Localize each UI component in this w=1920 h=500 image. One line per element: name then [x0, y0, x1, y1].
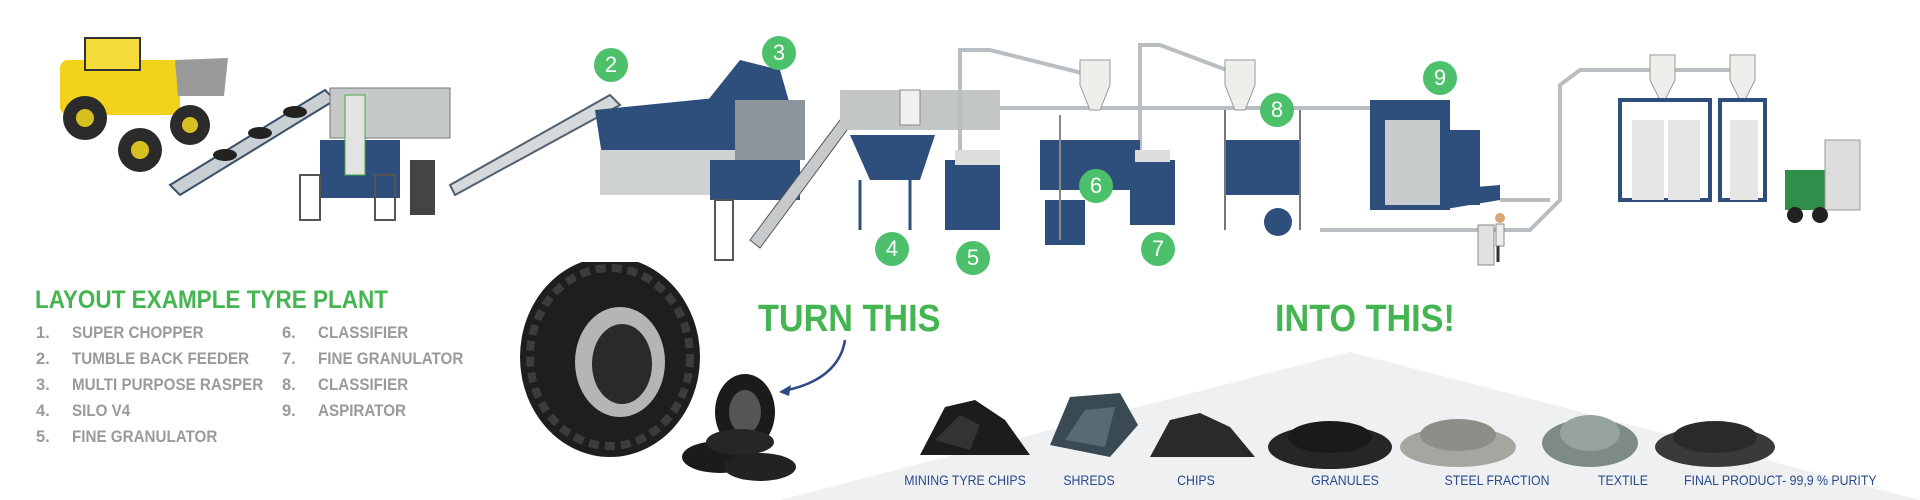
into-this-heading: INTO THIS! [1275, 298, 1455, 340]
step-badge-2: 2 [594, 48, 628, 82]
legend-item: 4. SILO V4 [36, 402, 280, 428]
small-tyre-stack [682, 374, 796, 481]
shreds-pile [1050, 393, 1138, 457]
tyre-conveyor [168, 88, 337, 197]
conveyor-2 [448, 93, 622, 197]
fine-granulator-5 [945, 150, 1000, 230]
legend-name: CLASSIFIER [318, 376, 409, 394]
legend-name: TUMBLE BACK FEEDER [72, 350, 250, 368]
large-mining-tyre [520, 262, 700, 457]
step-badge-9: 9 [1423, 61, 1457, 95]
product-label-textile: TEXTILE [1598, 472, 1648, 488]
legend-num: 5. [36, 428, 50, 446]
legend-num: 8. [282, 376, 296, 394]
legend-name: SUPER CHOPPER [72, 324, 204, 342]
steel-fraction-pile [1400, 419, 1516, 467]
curved-arrow-icon [779, 339, 847, 396]
super-chopper [299, 87, 451, 221]
legend-num: 9. [282, 402, 296, 420]
final-product-pile [1655, 421, 1775, 467]
step-badge-7: 7 [1141, 232, 1175, 266]
legend-name: CLASSIFIER [318, 324, 409, 342]
forklift [1785, 139, 1861, 223]
multi-purpose-rasper [700, 60, 851, 261]
big-bag-stations [1618, 98, 1767, 202]
tyres-illustration [520, 262, 796, 481]
legend-name: MULTI PURPOSE RASPER [72, 376, 264, 394]
legend-item: 8. CLASSIFIER [282, 376, 476, 402]
legend-name: FINE GRANULATOR [72, 428, 218, 446]
textile-pile [1542, 415, 1638, 467]
legend-name: ASPIRATOR [318, 402, 407, 420]
legend-item: 6. CLASSIFIER [282, 324, 476, 350]
legend-name: FINE GRANULATOR [318, 350, 464, 368]
silo-v4 [840, 89, 1000, 230]
mining-tyre-chips-pile [920, 400, 1030, 455]
legend-name: SILO V4 [72, 402, 131, 420]
legend-num: 6. [282, 324, 296, 342]
legend-num: 7. [282, 350, 296, 368]
cyclones [1079, 54, 1756, 111]
product-label-steel-fraction: STEEL FRACTION [1444, 472, 1550, 488]
legend-item: 2. TUMBLE BACK FEEDER [36, 350, 280, 376]
layout-title: LAYOUT EXAMPLE TYRE PLANT [35, 286, 388, 314]
step-badge-8: 8 [1260, 93, 1294, 127]
step-badge-3: 3 [762, 36, 796, 70]
classifier-8 [1224, 110, 1301, 236]
product-label-mining-tyre-chips: MINING TYRE CHIPS [904, 472, 1026, 488]
turn-this-heading: TURN THIS [758, 298, 941, 340]
chips-pile [1150, 413, 1255, 457]
product-label-final-product: FINAL PRODUCT- 99,9 % PURITY [1684, 472, 1877, 488]
legend-item: 7. FINE GRANULATOR [282, 350, 476, 376]
granules-pile [1268, 421, 1392, 469]
legend-item: 1. SUPER CHOPPER [36, 324, 280, 350]
step-badge-6: 6 [1079, 169, 1113, 203]
legend-num: 1. [36, 324, 50, 342]
legend-item: 9. ASPIRATOR [282, 402, 476, 428]
step-badge-5: 5 [956, 241, 990, 275]
product-label-granules: GRANULES [1311, 472, 1379, 488]
air-ducts [958, 43, 1750, 232]
product-label-shreds: SHREDS [1063, 472, 1115, 488]
legend-num: 3. [36, 376, 50, 394]
step-badge-4: 4 [875, 232, 909, 266]
tyre-plant-layout-illustration [60, 37, 1861, 266]
legend-right-column: 6. CLASSIFIER 7. FINE GRANULATOR 8. CLASSIF… [282, 324, 476, 428]
legend-num: 4. [36, 402, 50, 420]
legend-item: 5. FINE GRANULATOR [36, 428, 280, 454]
legend-left-column: 1. SUPER CHOPPER 2. TUMBLE BACK FEEDER 3. M… [36, 324, 280, 454]
aspirator-9 [1370, 100, 1500, 210]
wheel-loader [60, 37, 228, 172]
product-piles [920, 393, 1775, 469]
product-label-chips: CHIPS [1177, 472, 1215, 488]
legend-item: 3. MULTI PURPOSE RASPER [36, 376, 280, 402]
legend-num: 2. [36, 350, 50, 368]
operator-station [1477, 213, 1505, 266]
fine-granulator-7 [1130, 150, 1175, 225]
